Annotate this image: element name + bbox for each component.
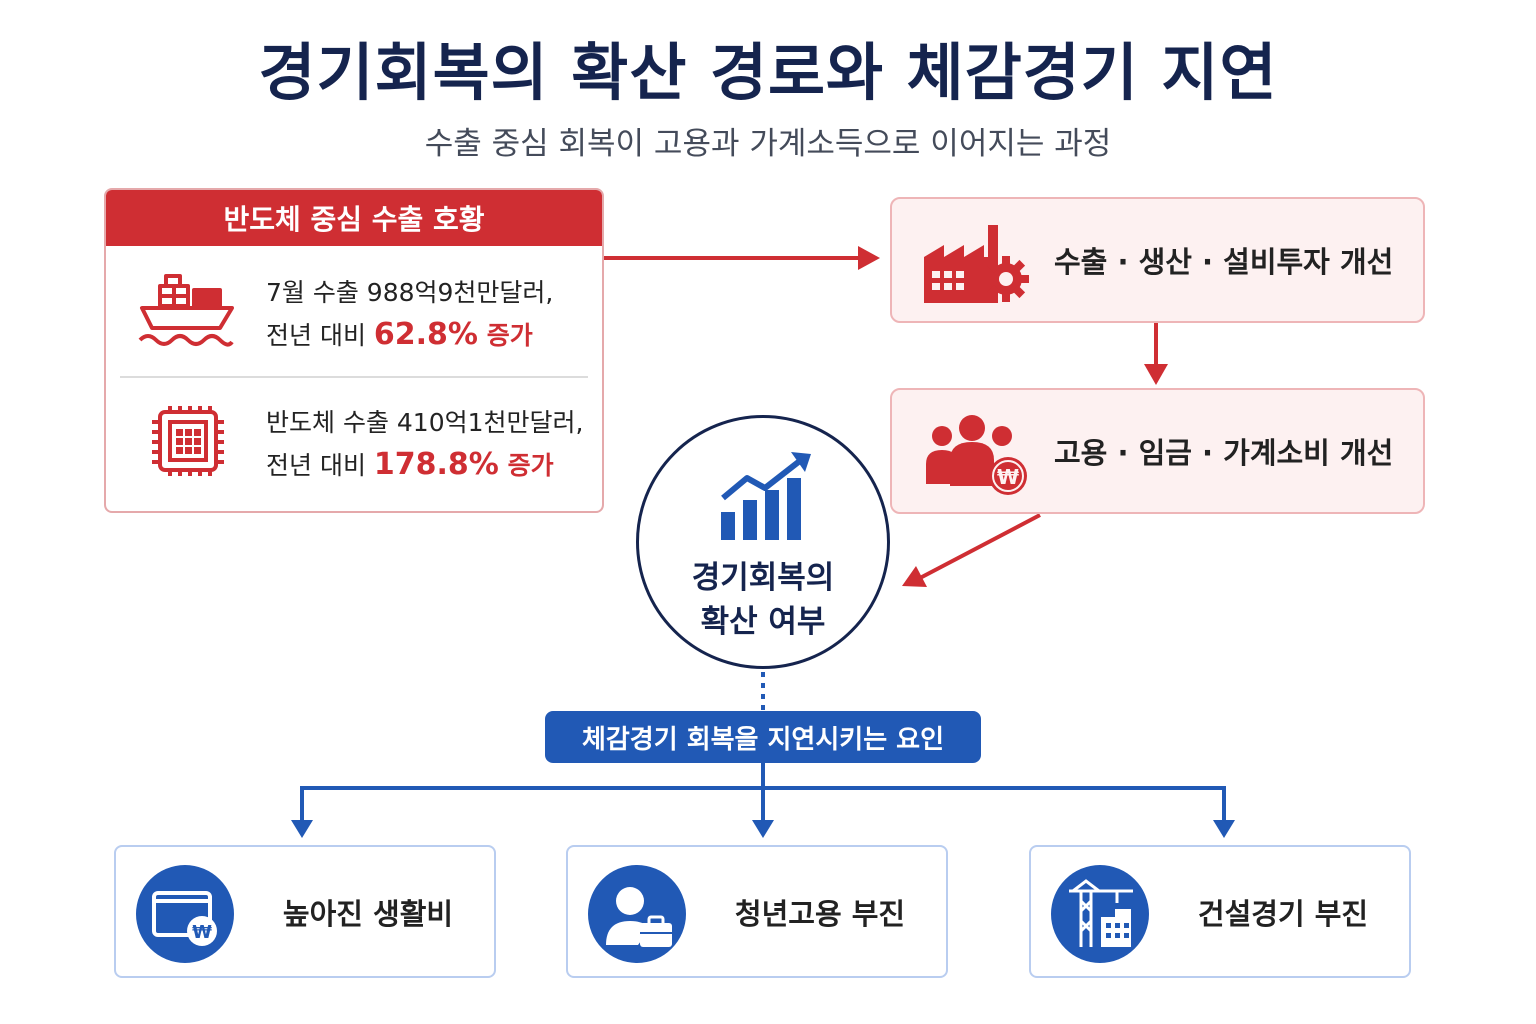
export-boom-panel: 반도체 중심 수출 호황 7월 수출 988억9천만달러, 전년 대비 62.8 [104, 188, 604, 513]
export-semi-growth: 178.8% [373, 447, 499, 482]
wallet-won-icon: ₩ [136, 865, 234, 963]
crane-building-icon [1051, 865, 1149, 963]
export-semiconductor-text: 반도체 수출 410억1천만달러, 전년 대비 178.8% 증가 [266, 402, 583, 487]
semiconductor-chip-icon [136, 402, 236, 482]
arrow-head [291, 820, 313, 838]
people-won-icon: ₩ [920, 408, 1035, 498]
export-total-line1: 7월 수출 988억9천만달러, [266, 278, 554, 307]
export-semi-line2: 전년 대비 178.8% 증가 [266, 444, 583, 487]
factor-label-construction: 건설경기 부진 [1197, 896, 1369, 931]
export-row-total: 7월 수출 988억9천만달러, 전년 대비 62.8% 증가 [106, 254, 602, 374]
factor-card-construction: 건설경기 부진 [1029, 845, 1411, 978]
cargo-ship-icon [136, 272, 236, 352]
arrow-head [1213, 820, 1235, 838]
export-total-growth: 62.8% [373, 317, 478, 352]
export-total-suffix: 증가 [477, 321, 533, 350]
export-total-line2: 전년 대비 62.8% 증가 [266, 314, 553, 357]
export-semi-line1: 반도체 수출 410억1천만달러, [266, 408, 584, 437]
export-row-semiconductor: 반도체 수출 410억1천만달러, 전년 대비 178.8% 증가 [106, 384, 602, 504]
recovery-line2: 확산 여부 [700, 604, 826, 640]
rising-bar-chart-icon [719, 450, 814, 545]
arrow-head [902, 566, 927, 587]
factor-card-youth-employment: 청년고용 부진 [566, 845, 948, 978]
recovery-line1: 경기회복의 [691, 560, 835, 596]
factor-label-cost-of-living: 높아진 생활비 [282, 896, 454, 931]
recovery-spread-text: 경기회복의 확산 여부 [639, 556, 887, 644]
recovery-spread-circle: 경기회복의 확산 여부 [636, 415, 890, 669]
step-production: 수출 · 생산 · 설비투자 개선 [890, 197, 1425, 323]
svg-text:₩: ₩ [997, 465, 1019, 489]
person-briefcase-icon [588, 865, 686, 963]
delay-factors-header: 체감경기 회복을 지연시키는 요인 [545, 711, 981, 763]
export-panel-header: 반도체 중심 수출 호황 [106, 190, 602, 246]
export-semi-suffix: 증가 [498, 451, 554, 480]
page-title: 경기회복의 확산 경로와 체감경기 지연 [258, 36, 1278, 109]
export-total-prefix: 전년 대비 [266, 321, 374, 350]
page-subtitle: 수출 중심 회복이 고용과 가계소득으로 이어지는 과정 [424, 126, 1112, 162]
step-employment: ₩ 고용 · 임금 · 가계소비 개선 [890, 388, 1425, 514]
export-semi-prefix: 전년 대비 [266, 451, 374, 480]
arrow-head [1144, 364, 1168, 385]
blue-bracket [300, 786, 1226, 822]
factor-label-youth-employment: 청년고용 부진 [734, 896, 906, 931]
factory-gear-icon [920, 217, 1035, 307]
svg-text:₩: ₩ [192, 922, 212, 943]
step-employment-label: 고용 · 임금 · 가계소비 개선 [1054, 436, 1394, 470]
arrow-employment-to-recovery [919, 513, 1041, 580]
arrow-head [752, 820, 774, 838]
arrow-head [858, 246, 880, 270]
export-divider [120, 376, 588, 378]
factor-card-cost-of-living: ₩ 높아진 생활비 [114, 845, 496, 978]
export-total-text: 7월 수출 988억9천만달러, 전년 대비 62.8% 증가 [266, 272, 553, 357]
step-production-label: 수출 · 생산 · 설비투자 개선 [1054, 245, 1394, 279]
